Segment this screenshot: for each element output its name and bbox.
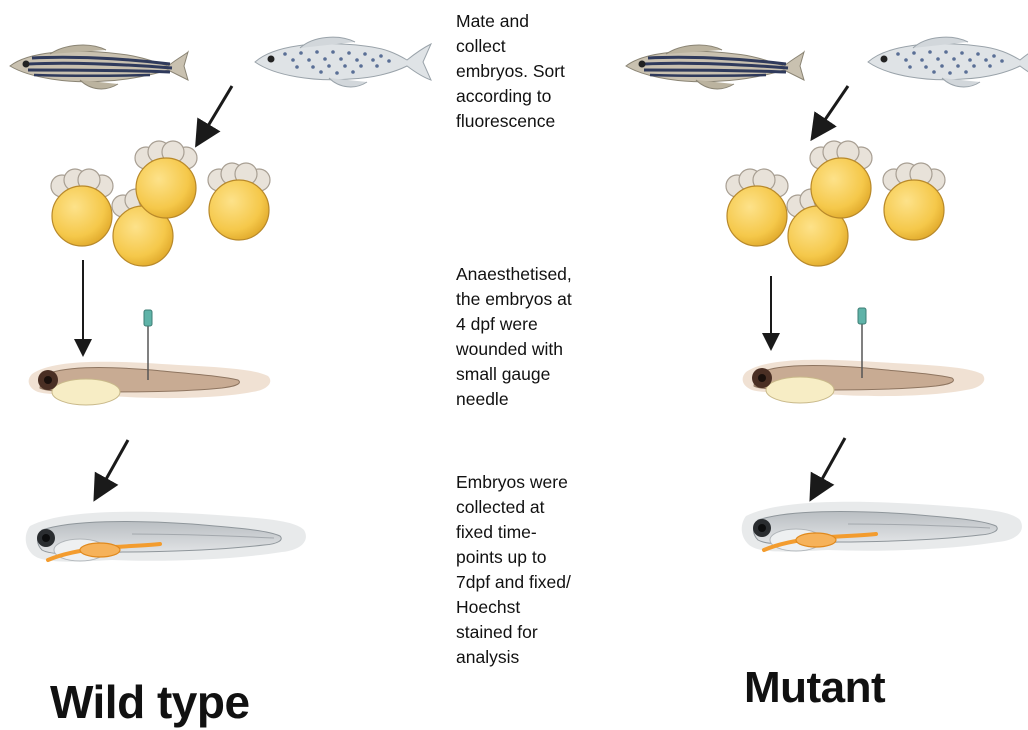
step-1-text: Mate and collect embryos. Sort according… bbox=[456, 9, 565, 134]
adult-zebrafish-striped-icon bbox=[626, 45, 804, 89]
stained-larva-icon bbox=[742, 502, 1022, 552]
adult-zebrafish-spotted-icon bbox=[255, 37, 431, 87]
arrow-icon bbox=[100, 440, 128, 490]
step-3-text: Embryos were collected at fixed time- po… bbox=[456, 470, 571, 670]
mutant-label: Mutant bbox=[744, 660, 885, 716]
adult-zebrafish-spotted-icon bbox=[868, 37, 1028, 87]
wounded-larva-icon bbox=[743, 308, 985, 403]
adult-zebrafish-striped-icon bbox=[10, 45, 188, 89]
wild-type-label: Wild type bbox=[50, 674, 250, 730]
stained-larva-icon bbox=[26, 512, 306, 562]
arrow-icon bbox=[202, 86, 232, 136]
mutant-column bbox=[626, 37, 1028, 551]
step-2-text: Anaesthetised, the embryos at 4 dpf were… bbox=[456, 262, 572, 412]
embryo-cluster-icon bbox=[726, 141, 945, 266]
wild-type-column bbox=[10, 37, 431, 561]
embryo-cluster-icon bbox=[51, 141, 270, 266]
wounded-larva-icon bbox=[29, 310, 271, 405]
arrow-icon bbox=[816, 438, 845, 490]
arrow-icon bbox=[818, 86, 848, 130]
